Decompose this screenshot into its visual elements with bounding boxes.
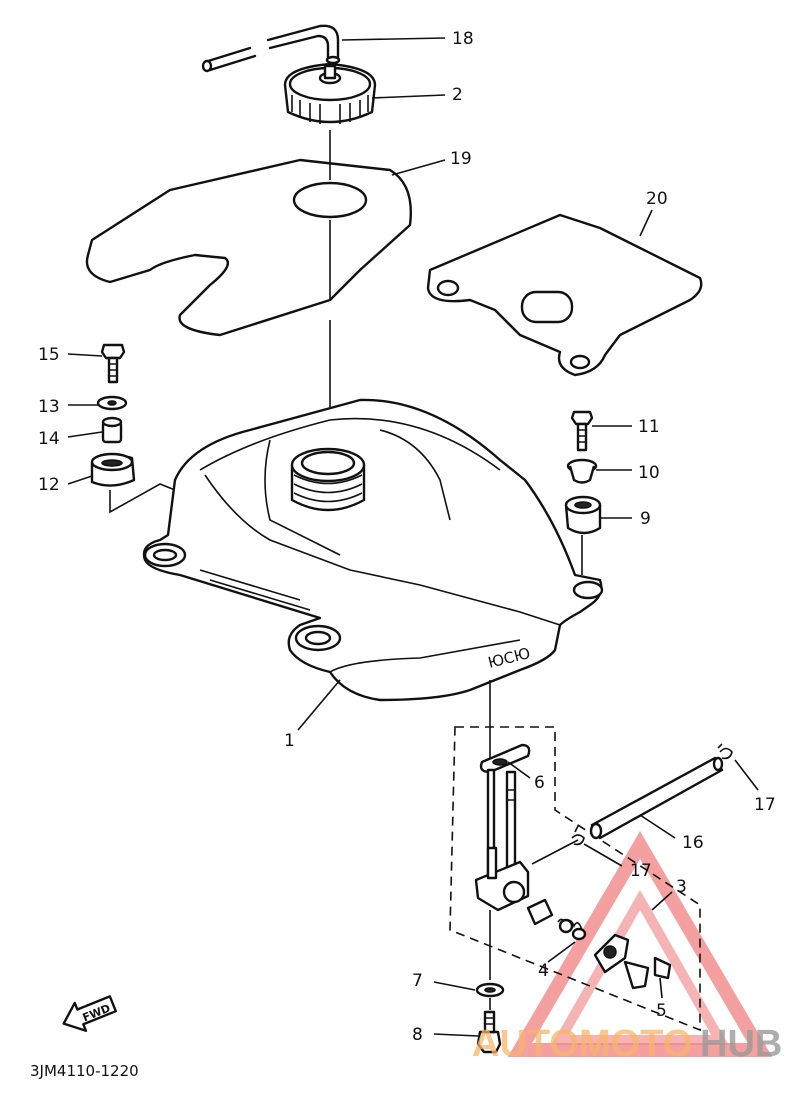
watermark-auto: AUTOMOTO <box>472 1023 692 1065</box>
breather-hose <box>201 24 341 73</box>
drain-bolt-8 <box>476 1010 502 1054</box>
fuel-petcock-3 <box>474 768 554 926</box>
petcock-lever-5 <box>593 933 672 990</box>
diagram-code: 3JM4110-1220 <box>30 1062 139 1080</box>
petcock-assembly-box <box>449 726 701 1032</box>
callout-18: 18 <box>452 29 474 49</box>
callout-5: 5 <box>656 1001 667 1021</box>
callout-16: 16 <box>682 833 704 853</box>
callout-leaders <box>67 37 759 1037</box>
tank-pad-small <box>426 213 703 377</box>
damper-9 <box>564 495 602 535</box>
callout-20: 20 <box>646 189 668 209</box>
hose-clip-17-lower <box>571 825 585 846</box>
collar-14 <box>101 416 123 444</box>
callout-4: 4 <box>538 961 549 981</box>
callout-2: 2 <box>452 85 463 105</box>
bolt-15 <box>100 343 126 384</box>
callout-17-lower: 17 <box>630 861 652 881</box>
petcock-spring-4 <box>557 918 587 941</box>
watermark-hub: HUB <box>700 1023 782 1065</box>
left-mount-leader <box>109 483 176 514</box>
callout-9: 9 <box>640 509 651 529</box>
callout-19: 19 <box>450 149 472 169</box>
callout-6: 6 <box>534 773 545 793</box>
washer-7 <box>475 982 505 998</box>
callout-15: 15 <box>38 345 60 365</box>
callout-12: 12 <box>38 475 60 495</box>
hose-clip-17-upper <box>717 743 733 760</box>
callout-labels: 18 2 19 20 15 13 14 12 11 10 9 1 6 17 16… <box>38 29 776 1045</box>
petcock-gasket-6 <box>479 743 531 774</box>
collar-10 <box>566 458 598 484</box>
bolt-11 <box>570 410 594 452</box>
hose-leader <box>531 839 579 865</box>
callout-3: 3 <box>676 877 687 897</box>
fuel-cap <box>283 62 377 124</box>
callout-14: 14 <box>38 429 60 449</box>
forward-direction-arrow: FWD <box>62 995 118 1032</box>
callout-17-upper: 17 <box>754 795 776 815</box>
washer-13 <box>96 395 128 411</box>
fuel-tank: ЮСЮ <box>142 398 604 702</box>
callout-8: 8 <box>412 1025 423 1045</box>
tank-pad-large <box>85 158 412 337</box>
callout-1: 1 <box>284 731 295 751</box>
callout-11: 11 <box>638 417 660 437</box>
damper-12 <box>90 452 136 487</box>
callout-13: 13 <box>38 397 60 417</box>
callout-10: 10 <box>638 463 660 483</box>
fuel-hose-16 <box>589 756 724 840</box>
watermark-text: AUTOMOTO HUB <box>472 1023 782 1065</box>
callout-7: 7 <box>412 971 423 991</box>
